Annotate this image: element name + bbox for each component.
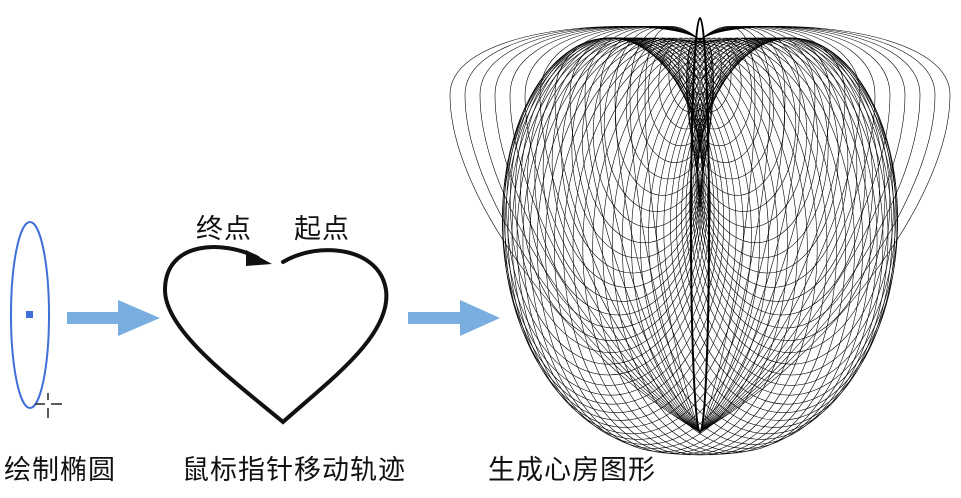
flow-arrow-icon [408,300,500,336]
trajectory-end-label: 终点 [196,214,252,245]
mesh-contour [449,26,951,433]
caption-generate-heart: 生成心房图形 [488,455,656,486]
mesh-contour [539,26,861,433]
flow-arrow-icon [67,300,160,336]
source-ellipse [10,221,50,409]
mesh-ellipse [696,37,880,341]
mesh-ellipse [522,37,769,445]
mesh-ellipse [563,40,818,456]
trajectory-start-label: 起点 [294,214,350,245]
caption-draw-ellipse: 绘制椭圆 [4,455,116,486]
mesh-ellipse [686,37,732,113]
mesh-ellipse [520,37,704,341]
ellipse-center-handle [26,311,33,318]
mesh-ellipse [694,37,829,259]
caption-mouse-trajectory: 鼠标指针移动轨迹 [182,455,406,486]
mesh-ellipse [687,37,763,163]
mesh-ellipse [686,37,742,130]
mesh-contour [554,26,846,433]
mouse-trajectory-step [162,245,389,425]
trajectory-path [162,245,389,425]
mesh-ellipse [696,37,849,288]
crosshair-cursor-icon [35,393,62,418]
mesh-contour [644,26,756,433]
mesh-ellipse [529,37,779,449]
mesh-ellipse [545,39,798,454]
trajectory-arrowhead-icon [246,250,272,266]
mesh-spine [690,17,710,433]
mesh-ellipse [690,37,797,212]
heart-mesh [449,17,951,456]
mesh-contour [584,26,816,433]
ellipse-step [10,221,62,418]
mesh-ellipse [516,37,761,440]
mesh-ellipse [621,37,871,449]
mesh-ellipse [687,37,713,79]
